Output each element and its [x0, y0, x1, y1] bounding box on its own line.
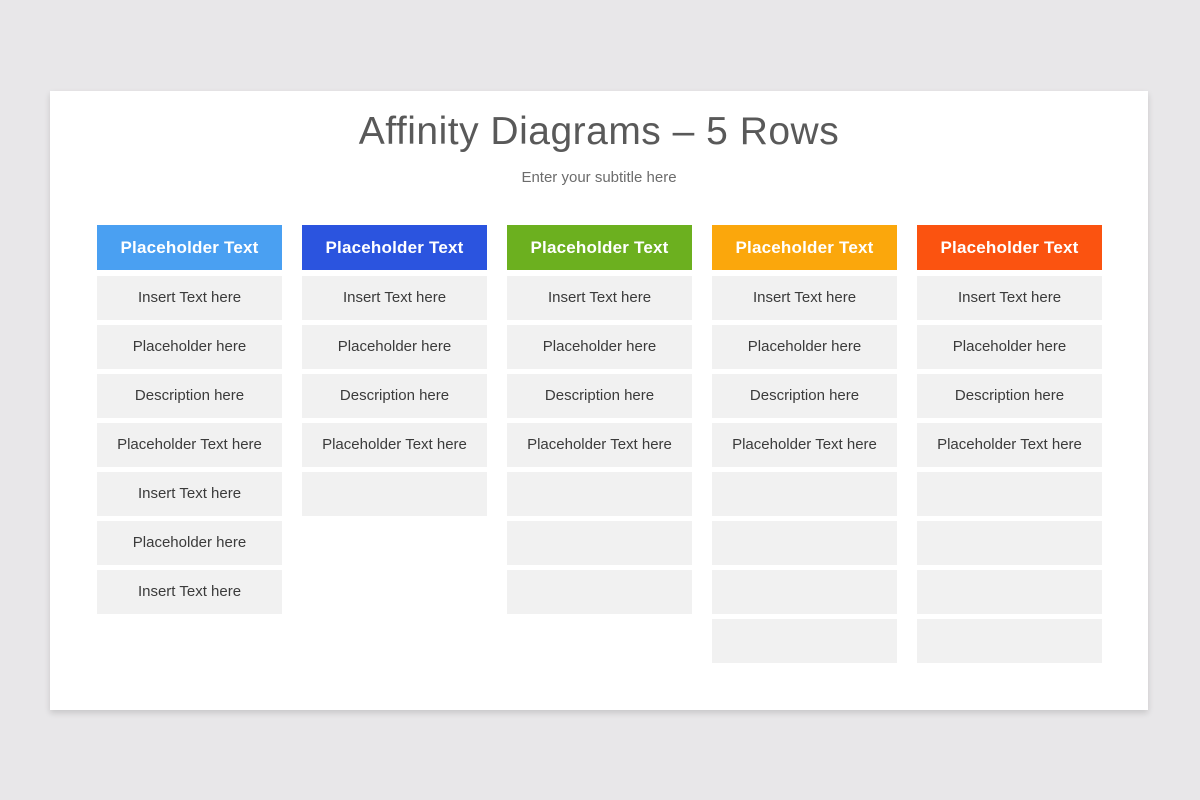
affinity-row-empty [917, 570, 1102, 614]
affinity-row: Placeholder Text here [97, 423, 282, 467]
affinity-row: Insert Text here [302, 276, 487, 320]
affinity-row: Placeholder here [97, 521, 282, 565]
affinity-row-empty [917, 521, 1102, 565]
affinity-row: Insert Text here [97, 276, 282, 320]
affinity-row-empty [507, 570, 692, 614]
affinity-row: Placeholder here [507, 325, 692, 369]
affinity-row: Placeholder here [712, 325, 897, 369]
affinity-row: Placeholder here [917, 325, 1102, 369]
affinity-row-empty [712, 521, 897, 565]
column-header: Placeholder Text [712, 225, 897, 270]
affinity-row: Placeholder here [97, 325, 282, 369]
affinity-row: Description here [97, 374, 282, 418]
slide-title: Affinity Diagrams – 5 Rows [358, 110, 840, 153]
affinity-row: Description here [302, 374, 487, 418]
affinity-row: Placeholder Text here [302, 423, 487, 467]
affinity-row: Insert Text here [507, 276, 692, 320]
affinity-row: Placeholder Text here [712, 423, 897, 467]
affinity-row-empty [507, 472, 692, 516]
affinity-row: Description here [917, 374, 1102, 418]
affinity-row-empty [712, 619, 897, 663]
affinity-row-empty [302, 472, 487, 516]
column-header: Placeholder Text [507, 225, 692, 270]
column-header: Placeholder Text [917, 225, 1102, 270]
affinity-row: Insert Text here [97, 570, 282, 614]
affinity-row: Description here [507, 374, 692, 418]
affinity-row-empty [507, 521, 692, 565]
slide-subtitle: Enter your subtitle here [521, 169, 677, 186]
affinity-row-empty [712, 472, 897, 516]
affinity-row: Placeholder Text here [507, 423, 692, 467]
affinity-row-empty [917, 472, 1102, 516]
affinity-row-empty [712, 570, 897, 614]
slide-card: Affinity Diagrams – 5 Rows Enter your su… [50, 91, 1148, 710]
affinity-row: Insert Text here [97, 472, 282, 516]
affinity-row: Insert Text here [917, 276, 1102, 320]
affinity-row-empty [917, 619, 1102, 663]
column-header: Placeholder Text [97, 225, 282, 270]
affinity-row: Description here [712, 374, 897, 418]
affinity-row: Insert Text here [712, 276, 897, 320]
affinity-row: Placeholder here [302, 325, 487, 369]
affinity-row: Placeholder Text here [917, 423, 1102, 467]
column-header: Placeholder Text [302, 225, 487, 270]
